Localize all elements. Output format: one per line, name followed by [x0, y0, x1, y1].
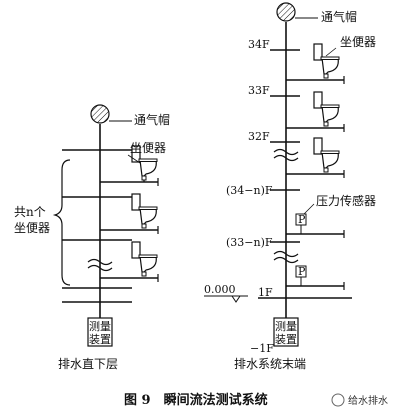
left-measuring-device	[87, 317, 113, 347]
left-vent-cap-label: 通气帽	[134, 112, 170, 127]
left-caption: 排水直下层	[58, 357, 118, 371]
right-toilet-label: 坐便器	[340, 35, 376, 49]
left-meter-label-line1: 测量	[89, 320, 111, 333]
sensor-symbol: P	[298, 213, 306, 226]
right-meter-label-line1: 测量	[275, 320, 297, 333]
floor-label-minus-1f: −1F	[250, 342, 274, 355]
floor-label-32f: 32F	[248, 130, 270, 143]
watermark-text: 给水排水	[348, 394, 388, 407]
ground-level-marker-icon	[231, 295, 241, 303]
left-vent-cap-icon	[90, 104, 110, 124]
floor-label-1f: 1F	[258, 286, 273, 299]
floor-label-33f: 33F	[248, 84, 270, 97]
right-toilet-icon	[313, 91, 340, 127]
left-toilet-label: 坐便器	[130, 141, 166, 155]
watermark-logo-icon	[331, 393, 345, 407]
right-measuring-device	[273, 317, 299, 347]
right-break-mark	[273, 250, 299, 264]
right-vent-cap-label: 通气帽	[321, 9, 357, 24]
ground-level-label: 0.000	[204, 283, 236, 296]
right-vent-cap-icon	[276, 2, 296, 22]
right-system: 通气帽 34F 33F 32F (34−n)F (33−n)F 1F −1F 坐…	[204, 2, 376, 371]
left-system: 通气帽 坐便器 共n个 坐便器 测量 装置 排水直下层	[14, 104, 170, 371]
floor-label-34f: 34F	[248, 38, 270, 51]
left-group-brace	[52, 159, 71, 286]
figure-caption: 图 9 瞬间流法测试系统	[124, 392, 268, 408]
floor-label-34-n-f: (34−n)F	[226, 184, 273, 197]
left-break-mark	[87, 258, 113, 272]
watermark: 给水排水	[331, 393, 388, 407]
left-toilet-icon	[131, 193, 158, 229]
pressure-sensor-label: 压力传感器	[316, 193, 376, 208]
sensor-symbol: P	[298, 265, 306, 278]
left-meter-label-line2: 装置	[89, 333, 111, 346]
floor-label-33-n-f: (33−n)F	[226, 236, 273, 249]
right-toilet-icon	[313, 137, 340, 173]
left-group-label-line2: 坐便器	[14, 221, 50, 235]
right-meter-label-line2: 装置	[275, 333, 297, 346]
left-toilet-icon	[131, 241, 158, 277]
left-group-label-line1: 共n个	[14, 205, 46, 219]
right-break-mark	[273, 148, 299, 162]
right-caption: 排水系统末端	[234, 357, 306, 371]
